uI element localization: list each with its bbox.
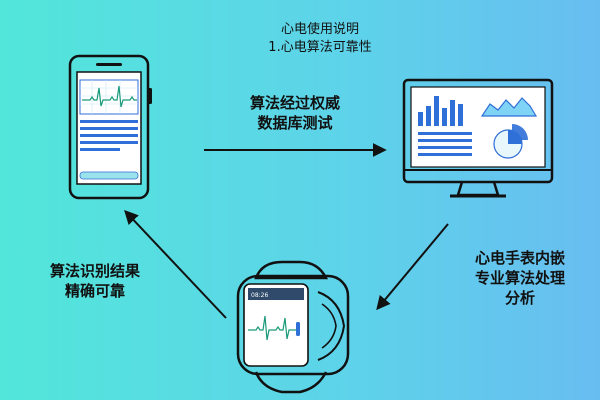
header-subtitle: 1.心电算法可靠性 [268,40,372,55]
top-arrow-caption-line2: 数据库测试 [257,114,333,132]
right-arrow-caption-line3: 分析 [504,289,535,307]
arrow-watch-to-phone [124,209,227,319]
monitor-area-chart [480,97,538,117]
phone-icon [68,54,152,200]
monitor-icon [402,78,554,198]
right-arrow-caption-line1: 心电手表内嵌 [474,249,565,267]
top-arrow-caption-line1: 算法经过权威 [249,94,340,112]
right-arrow-caption-line2: 专业算法处理 [474,269,565,287]
left-arrow-caption-line1: 算法识别结果 [49,262,140,280]
arrow-monitor-to-watch [376,223,449,311]
watch-ecg-trace [248,315,300,341]
watch-time: 08:26 [251,292,268,299]
smartwatch-icon: 08:26 [236,260,350,394]
phone-ecg-trace [82,85,137,108]
left-arrow-caption-line2: 精确可靠 [64,282,125,300]
monitor-pie-chart [493,124,528,159]
monitor-bar-chart [418,96,463,126]
header-title: 心电使用说明 [280,22,359,37]
